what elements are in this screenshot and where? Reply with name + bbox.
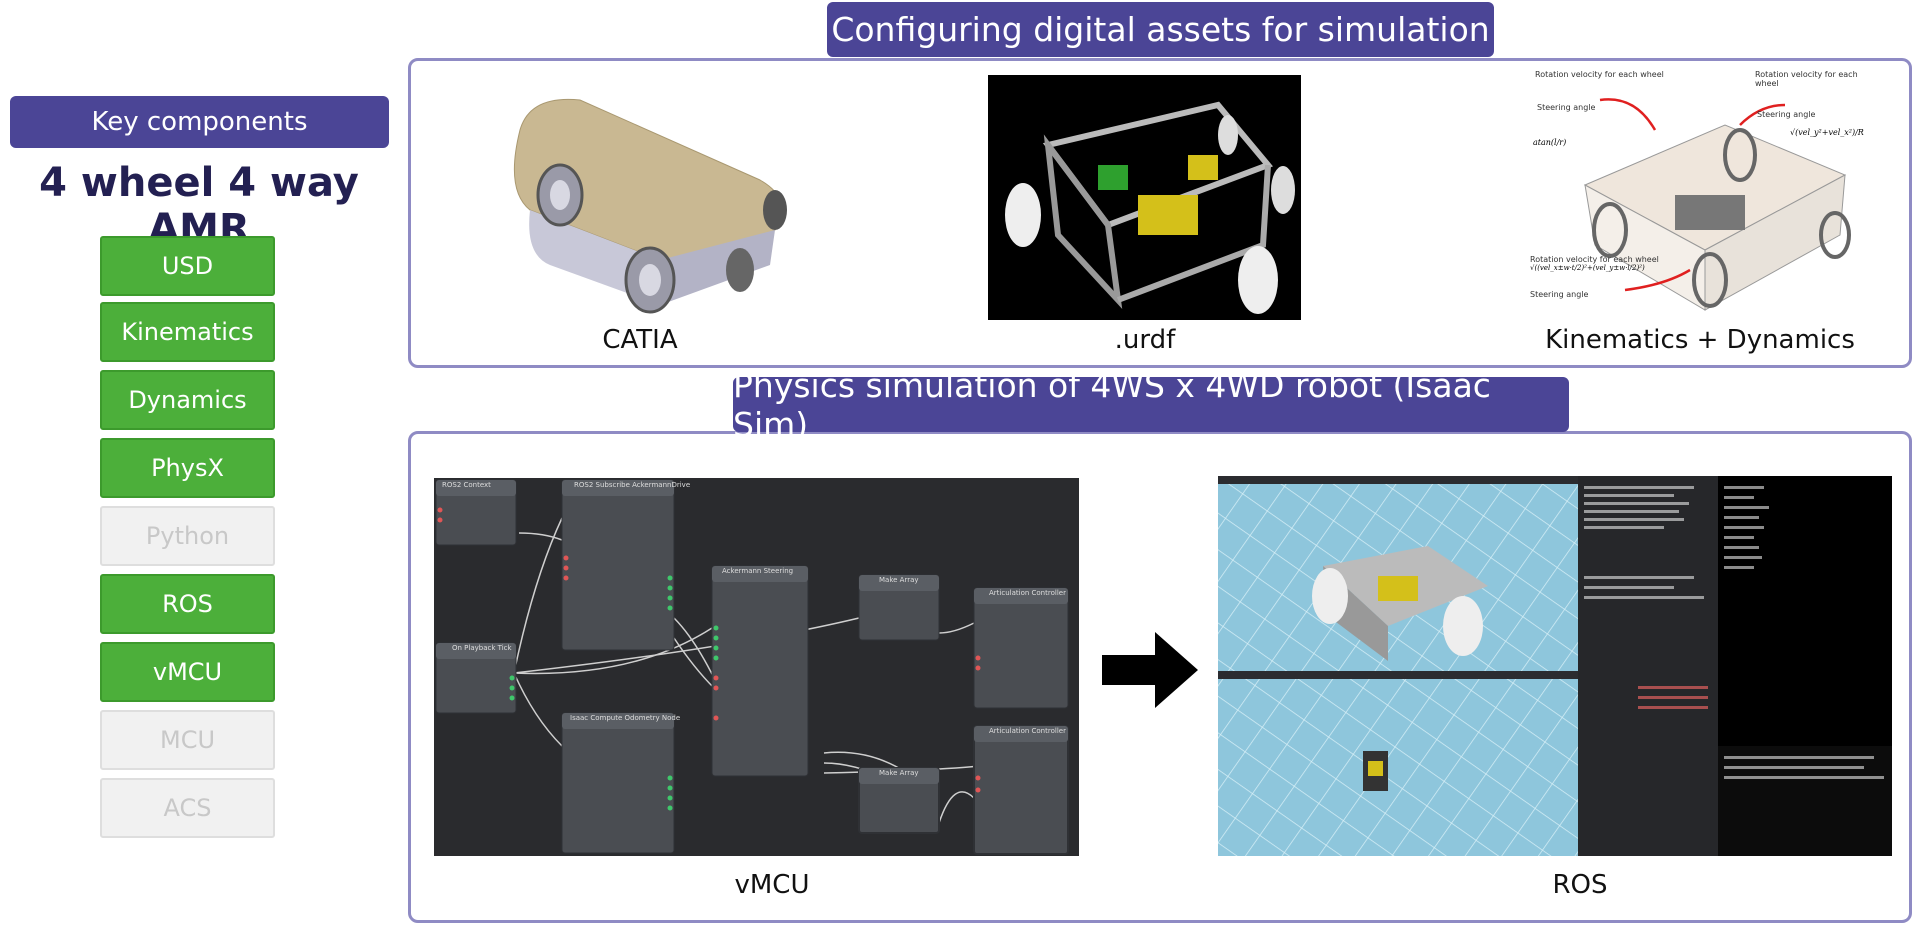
component-usd: USD	[100, 236, 275, 296]
component-ros: ROS	[100, 574, 275, 634]
kin-label-steer2: Steering angle	[1757, 110, 1816, 119]
vmcu-node-graph: ROS2 Context ROS2 Subscribe AckermannDri…	[434, 478, 1079, 856]
component-acs: ACS	[100, 778, 275, 838]
node-make-array-1: Make Array	[879, 576, 919, 584]
kin-label-steer1: Steering angle	[1537, 103, 1596, 112]
urdf-robot-image	[988, 75, 1301, 320]
component-python: Python	[100, 506, 275, 566]
kin-label-rot1: Rotation velocity for each wheel	[1535, 70, 1664, 79]
node-articulation-controller-2: Articulation Controller	[989, 727, 1066, 735]
component-physx: PhysX	[100, 438, 275, 498]
component-vmcu: vMCU	[100, 642, 275, 702]
node-ros2-context: ROS2 Context	[442, 481, 491, 489]
kin-label-rot3: Rotation velocity for each wheel	[1530, 255, 1659, 264]
key-components-banner: Key components	[10, 96, 389, 148]
physics-banner: Physics simulation of 4WS x 4WD robot (I…	[733, 366, 1569, 444]
component-dynamics: Dynamics	[100, 370, 275, 430]
node-isaac-compute-odometry: Isaac Compute Odometry Node	[570, 714, 681, 722]
ros-isaac-sim-screenshot	[1218, 476, 1892, 856]
node-on-playback-tick: On Playback Tick	[452, 644, 512, 652]
caption-kinematics-dynamics: Kinematics + Dynamics	[1545, 325, 1855, 355]
amr-title: 4 wheel 4 way AMR	[39, 160, 359, 252]
caption-ros: ROS	[1552, 870, 1608, 900]
kin-label-steer3: Steering angle	[1530, 290, 1589, 299]
svg-text:√(vel_y²+vel_x²)/R: √(vel_y²+vel_x²)/R	[1790, 128, 1864, 137]
assets-banner: Configuring digital assets for simulatio…	[827, 2, 1494, 57]
node-articulation-controller-1: Articulation Controller	[989, 589, 1066, 597]
catia-robot-image	[490, 90, 800, 330]
caption-vmcu: vMCU	[734, 870, 810, 900]
kin-label-rot2: Rotation velocity for each wheel	[1755, 70, 1858, 88]
svg-text:√((vel_x±w·t/2)²+(vel_y±w·l/2): √((vel_x±w·t/2)²+(vel_y±w·l/2)²)	[1530, 264, 1645, 272]
node-make-array-2: Make Array	[879, 769, 919, 777]
svg-text:atan(l/r): atan(l/r)	[1533, 138, 1566, 147]
caption-urdf: .urdf	[1114, 325, 1176, 355]
right-arrow-icon	[1100, 630, 1200, 710]
node-ros2-subscribe: ROS2 Subscribe AckermannDrive	[574, 481, 691, 489]
caption-catia: CATIA	[602, 325, 678, 355]
kinematics-diagram: atan(l/r) √(vel_y²+vel_x²)/R √((vel_x±w·…	[1525, 65, 1875, 325]
node-ackermann-steering: Ackermann Steering	[722, 567, 794, 575]
component-mcu: MCU	[100, 710, 275, 770]
component-kinematics: Kinematics	[100, 302, 275, 362]
